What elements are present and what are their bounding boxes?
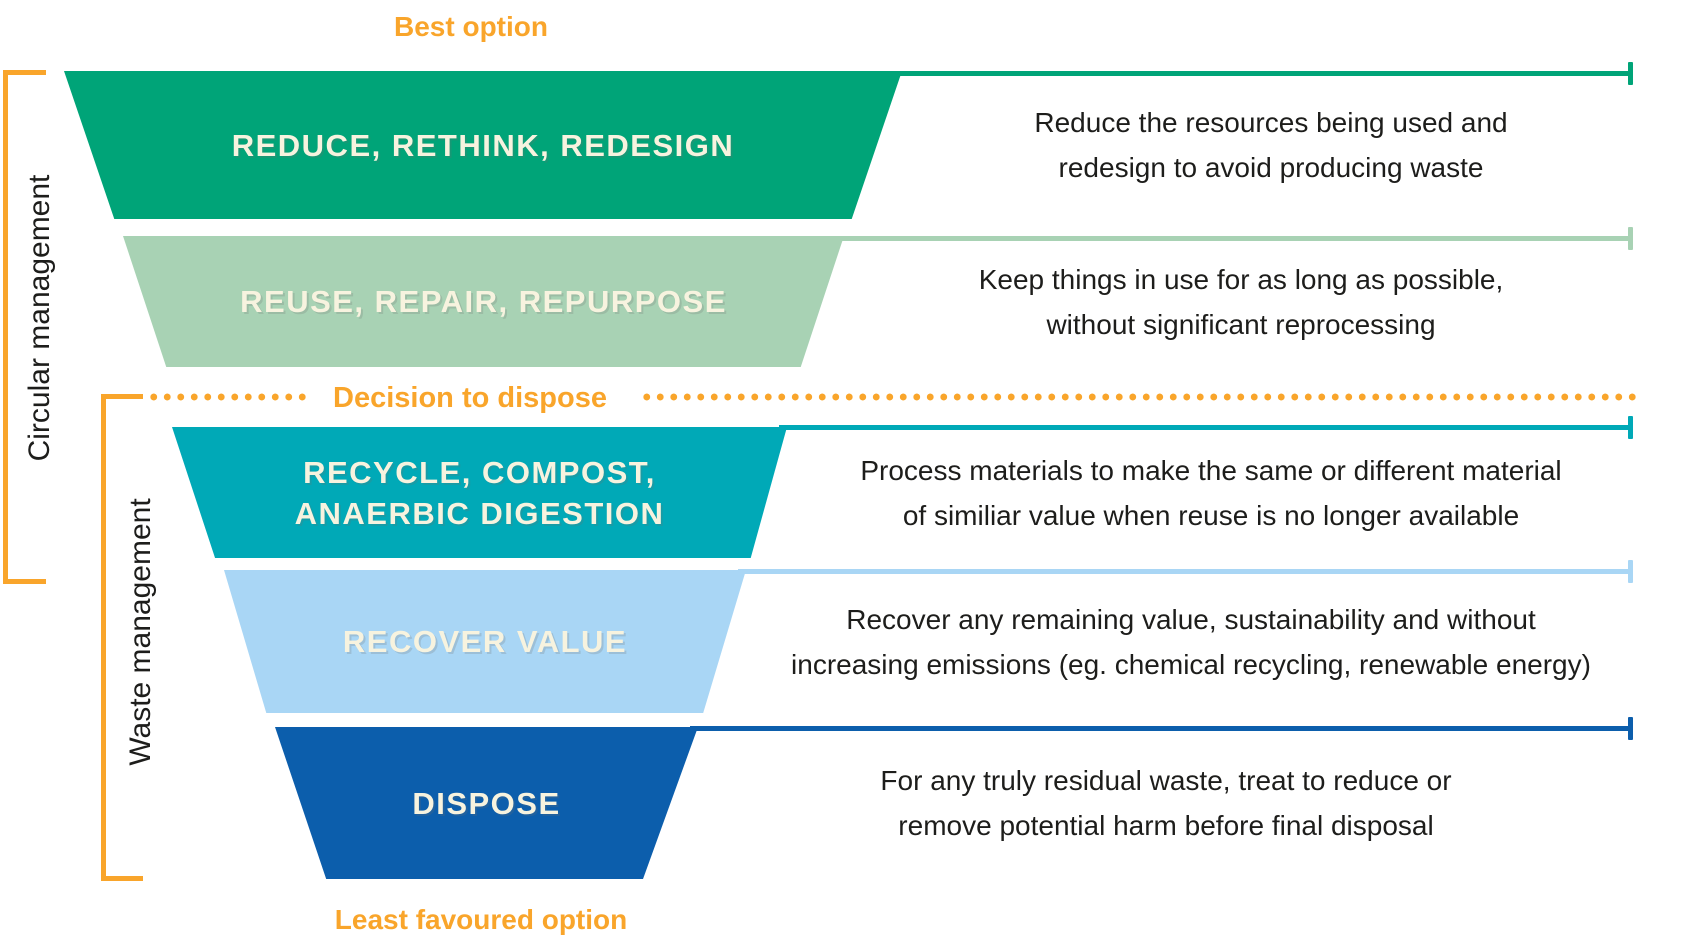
line-end-tick — [1628, 416, 1633, 439]
funnel-trapezoid-recover: RECOVER VALUE — [224, 570, 746, 713]
best-option-label: Best option — [394, 11, 548, 42]
connector-line-recycle — [779, 416, 1633, 439]
decision-dotted-line-left — [147, 393, 307, 401]
circular-management-bracket — [3, 70, 46, 584]
line-end-tick — [1628, 62, 1633, 85]
line-end-tick — [1628, 560, 1633, 583]
funnel-level-label: REDUCE, RETHINK, REDESIGN — [231, 127, 735, 163]
funnel-trapezoid-reduce: REDUCE, RETHINK, REDESIGN — [64, 71, 902, 219]
line-end-tick — [1628, 227, 1633, 250]
least-favoured-option-label: Least favoured option — [334, 904, 628, 935]
funnel-trapezoid-dispose: DISPOSE — [275, 727, 698, 879]
waste-management-bracket — [101, 394, 143, 881]
funnel-level-label: REUSE, REPAIR, REPURPOSE — [240, 284, 727, 319]
level-description-recover: Recover any remaining value, sustainabil… — [791, 603, 1591, 680]
level-description-recycle: Process materials to make the same or di… — [860, 454, 1562, 531]
connector-line-reuse — [836, 227, 1633, 250]
funnel-level-label: RECYCLE, COMPOST,ANAERBIC DIGESTION — [294, 454, 665, 531]
level-description-dispose: For any truly residual waste, treat to r… — [880, 765, 1452, 841]
waste-management-label: Waste management — [124, 498, 157, 766]
funnel-trapezoid-recycle: RECYCLE, COMPOST,ANAERBIC DIGESTION — [172, 427, 787, 558]
connector-line-dispose — [690, 717, 1633, 740]
decision-to-dispose-label: Decision to dispose — [333, 382, 607, 414]
funnel-level-label: DISPOSE — [412, 785, 561, 821]
decision-dotted-line-right — [640, 393, 1637, 401]
circular-management-label: Circular management — [23, 174, 56, 462]
funnel-level-label: RECOVER VALUE — [342, 624, 628, 659]
line-end-tick — [1628, 717, 1633, 740]
level-description-reuse: Keep things in use for as long as possib… — [978, 263, 1504, 340]
connector-line-reduce — [890, 62, 1633, 85]
connector-line-recover — [738, 560, 1633, 583]
funnel-trapezoid-reuse: REUSE, REPAIR, REPURPOSE — [123, 236, 844, 367]
